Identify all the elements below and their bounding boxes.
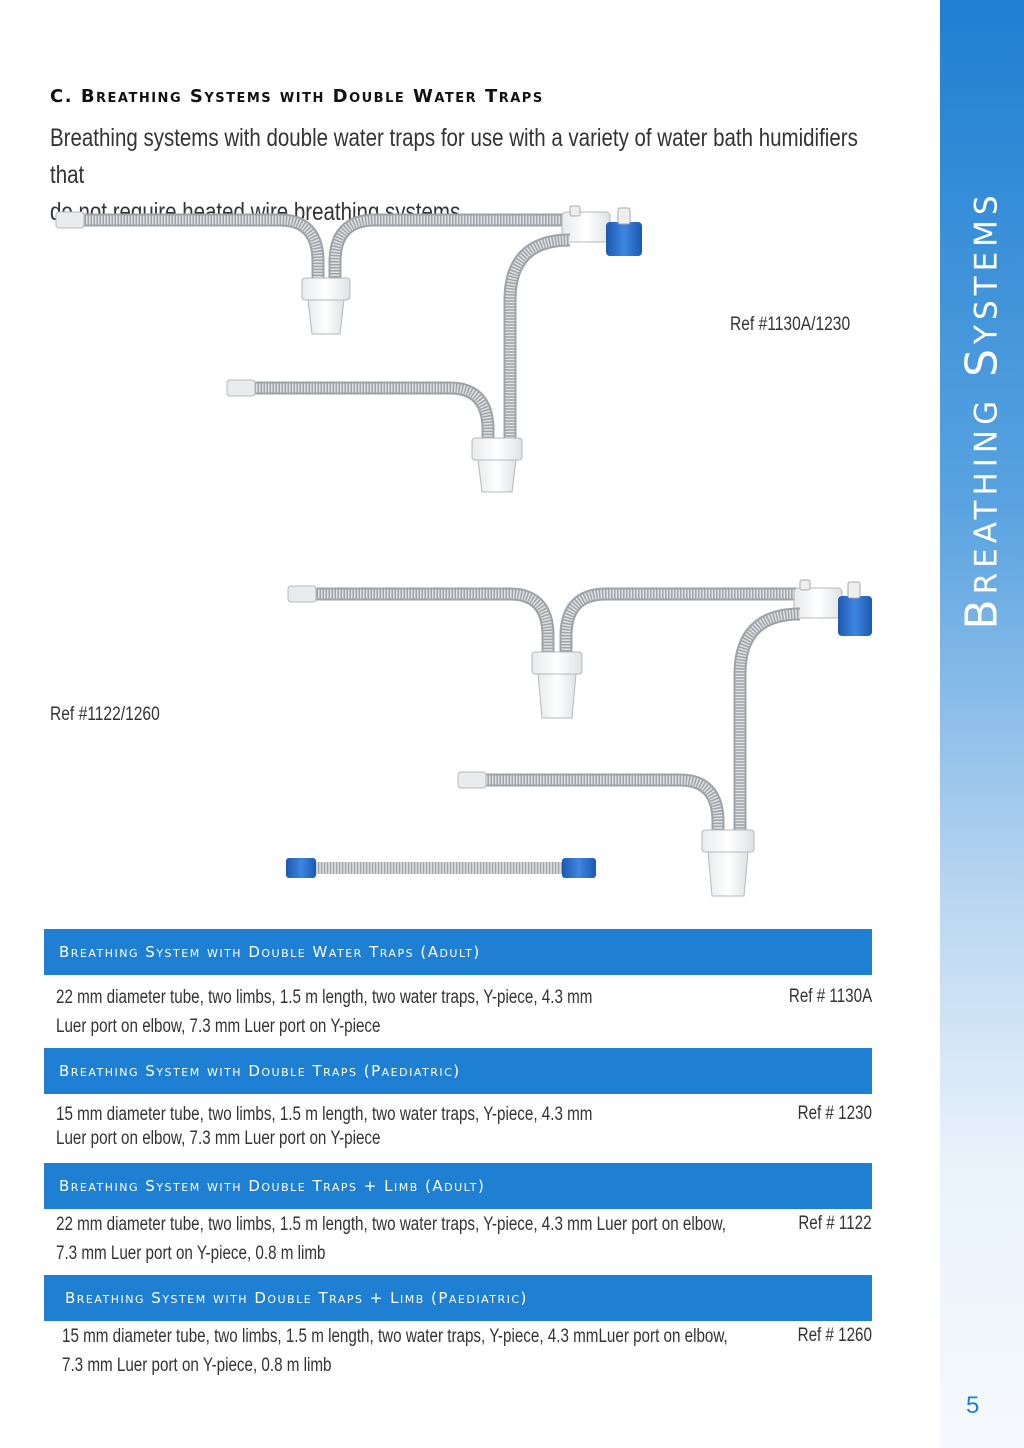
- product-ref-4: Ref # 1260: [797, 1325, 872, 1346]
- product-ref-2: Ref # 1230: [797, 1103, 872, 1124]
- figure-ref-bottom: Ref #1122/1260: [50, 704, 160, 725]
- intro-line-1: Breathing systems with double water trap…: [50, 124, 858, 189]
- product-desc-1-line-2: Luer port on elbow, 7.3 mm Luer port on …: [56, 1016, 381, 1037]
- figure-ref-top: Ref #1130A/1230: [730, 314, 851, 335]
- product-title-3: Breathing System with Double Traps + Lim…: [44, 1163, 872, 1209]
- product-desc-4-line-2: 7.3 mm Luer port on Y-piece, 0.8 m limb: [62, 1355, 332, 1376]
- product-title-1: Breathing System with Double Water Traps…: [44, 929, 872, 975]
- product-desc-4: 15 mm diameter tube, two limbs, 1.5 m le…: [62, 1322, 862, 1380]
- product-title-4: Breathing System with Double Traps + Lim…: [44, 1275, 872, 1321]
- product-desc-1-line-1: 22 mm diameter tube, two limbs, 1.5 m le…: [56, 987, 593, 1008]
- product-desc-3-line-1: 22 mm diameter tube, two limbs, 1.5 m le…: [56, 1214, 726, 1235]
- product-desc-3: 22 mm diameter tube, two limbs, 1.5 m le…: [56, 1210, 856, 1268]
- product-ref-3: Ref # 1122: [798, 1213, 872, 1234]
- product-desc-2: 15 mm diameter tube, two limbs, 1.5 m le…: [56, 1100, 856, 1153]
- product-desc-2-line-1: 15 mm diameter tube, two limbs, 1.5 m le…: [56, 1104, 593, 1125]
- page-number: 5: [966, 1392, 980, 1419]
- product-title-2: Breathing System with Double Traps (Paed…: [44, 1048, 872, 1094]
- section-heading: C. Breathing Systems with Double Water T…: [50, 86, 544, 107]
- product-desc-4-line-1: 15 mm diameter tube, two limbs, 1.5 m le…: [62, 1326, 728, 1347]
- product-desc-2-line-2: Luer port on elbow, 7.3 mm Luer port on …: [56, 1128, 381, 1149]
- side-banner: [940, 0, 1024, 1448]
- breathing-system-figure-top: [55, 205, 642, 493]
- product-desc-1: 22 mm diameter tube, two limbs, 1.5 m le…: [56, 983, 856, 1041]
- product-ref-1: Ref # 1130A: [788, 986, 872, 1007]
- product-desc-3-line-2: 7.3 mm Luer port on Y-piece, 0.8 m limb: [56, 1243, 326, 1264]
- breathing-system-illustrations: [55, 205, 872, 897]
- breathing-system-figure-bottom: [286, 579, 872, 897]
